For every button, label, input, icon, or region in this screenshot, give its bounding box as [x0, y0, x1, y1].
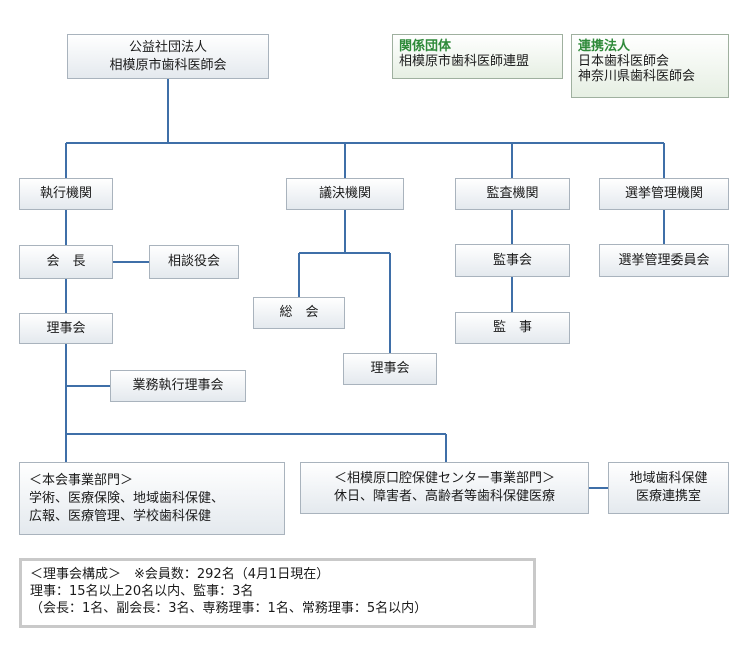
- affiliated-corporation-kanagawa: 神奈川県歯科医師会: [578, 69, 696, 84]
- decision-board-box: 理事会: [343, 353, 437, 385]
- decision-organ-box: 議決機関: [286, 178, 404, 210]
- main-business-department-box: ＜本会事業部門＞ 学術、医療保険、地域歯科保健、 広報、医療管理、学校歯科保健: [19, 462, 285, 535]
- regional-cooperation-office-box: 地域歯科保健 医療連携室: [608, 462, 729, 514]
- main-department-line1: 学術、医療保険、地域歯科保健、: [29, 490, 225, 506]
- main-department-line2: 広報、医療管理、学校歯科保健: [29, 508, 212, 524]
- related-organization-name: 相模原市歯科医師連盟: [399, 54, 530, 69]
- note-line1: ＜理事会構成＞ ※会員数：292名（4月1日現在）: [30, 567, 330, 582]
- audit-board-box: 監事会: [455, 244, 570, 277]
- note-line2: 理事：15名以上20名以内、監事：3名: [30, 584, 254, 599]
- related-organization-heading: 関係団体: [399, 39, 452, 54]
- executive-organ-box: 執行機関: [19, 178, 113, 210]
- auditor-box: 監 事: [455, 312, 570, 344]
- board-composition-note: ＜理事会構成＞ ※会員数：292名（4月1日現在） 理事：15名以上20名以内、…: [19, 558, 536, 628]
- president-box: 会 長: [19, 245, 113, 279]
- business-executive-board-box: 業務執行理事会: [110, 370, 246, 402]
- board-of-directors-box: 理事会: [19, 313, 113, 344]
- center-department-line1: 休日、障害者、高齢者等歯科保健医療: [333, 489, 555, 504]
- main-department-title: ＜本会事業部門＞: [29, 472, 134, 488]
- note-line3: （会長：1名、副会長：3名、専務理事：1名、常務理事：5名以内）: [30, 601, 428, 616]
- advisory-council-box: 相談役会: [149, 245, 239, 279]
- center-department-title: ＜相模原口腔保健センター事業部門＞: [333, 471, 555, 486]
- top-organization-name: 相模原市歯科医師会: [109, 57, 227, 73]
- audit-organ-box: 監査機関: [455, 178, 570, 210]
- election-committee-box: 選挙管理委員会: [599, 244, 729, 277]
- election-organ-box: 選挙管理機関: [599, 178, 729, 210]
- general-assembly-box: 総 会: [253, 297, 345, 329]
- affiliated-corporation-jda: 日本歯科医師会: [578, 54, 670, 69]
- affiliated-corporation-box: 連携法人 日本歯科医師会 神奈川県歯科医師会: [571, 34, 729, 98]
- related-organization-box: 関係団体 相模原市歯科医師連盟: [392, 34, 563, 79]
- top-organization-box: 公益社団法人 相模原市歯科医師会: [67, 34, 269, 79]
- oral-health-center-department-box: ＜相模原口腔保健センター事業部門＞ 休日、障害者、高齢者等歯科保健医療: [300, 462, 589, 514]
- top-organization-type: 公益社団法人: [128, 39, 207, 55]
- affiliated-corporation-heading: 連携法人: [578, 39, 631, 54]
